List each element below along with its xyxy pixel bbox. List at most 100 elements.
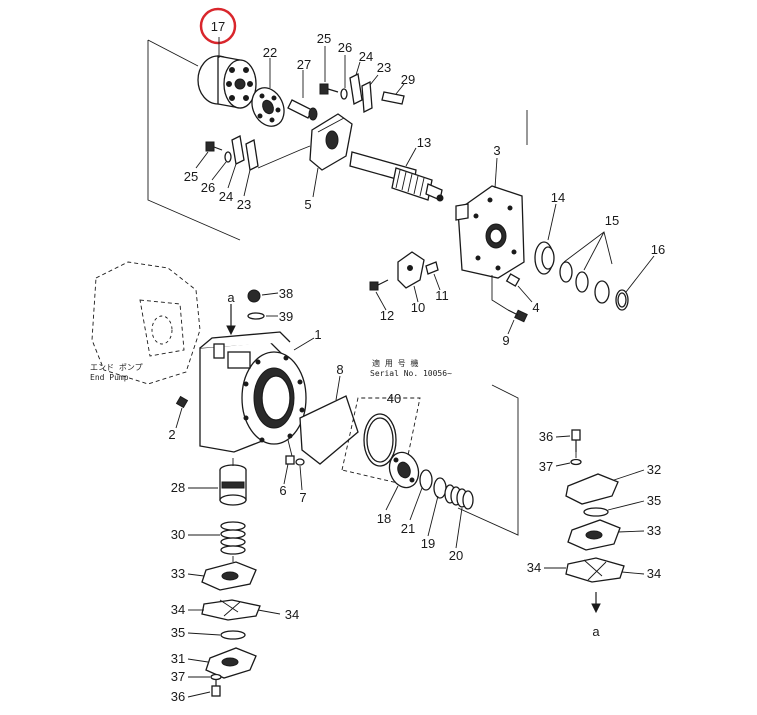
leader-line [613, 469, 645, 481]
part-11-pin [425, 261, 439, 275]
part-24-plate-top [349, 73, 363, 105]
label-part-5: 5 [304, 197, 311, 212]
label-part-14: 14 [551, 190, 565, 205]
label-part-30: 30 [171, 527, 185, 542]
label-part-3: 3 [493, 143, 500, 158]
part-36-bolt-left [211, 680, 221, 697]
part-13-shaft [349, 151, 444, 202]
label-part-38: 38 [279, 286, 293, 301]
leader-line [293, 337, 315, 351]
guide-line [257, 145, 311, 169]
part-34-clamp-right [565, 557, 625, 583]
leader-line [625, 255, 655, 293]
part-40-kit-box [341, 397, 421, 485]
label-part-25: 25 [184, 169, 198, 184]
part-23-plate-top [361, 80, 373, 114]
part-34-clamp-left [201, 599, 261, 621]
part-2-plug [175, 395, 189, 409]
part-26-washer-lower [224, 151, 232, 163]
part-28-sleeve [219, 464, 247, 506]
label-part-11: 11 [435, 288, 449, 303]
leader-line [427, 495, 439, 537]
part-19-ring [433, 477, 447, 499]
end-pump-outline [91, 261, 201, 385]
label-part-4: 4 [532, 300, 539, 315]
part-37-washer-right [570, 458, 582, 466]
label-part-29: 29 [401, 72, 415, 87]
part-32-cover [565, 473, 619, 505]
label-part-8: 8 [336, 362, 343, 377]
leader-line [195, 151, 209, 169]
part-29-key [381, 91, 405, 105]
leader-line [187, 691, 211, 698]
label-part-26: 26 [338, 40, 352, 55]
label-part-6: 6 [279, 483, 286, 498]
part-23-plate-lower [245, 139, 259, 171]
label-part-10: 10 [411, 300, 425, 315]
guide-line [491, 275, 509, 311]
leader-line [621, 571, 645, 575]
leader-line [312, 167, 319, 198]
part-25-bolt-top [319, 83, 339, 95]
leader-line [583, 231, 605, 271]
leader-line [607, 500, 645, 511]
label-part-32: 32 [647, 462, 661, 477]
part-35-o-ring-right [583, 507, 609, 517]
part-25-bolt-lower [205, 141, 223, 152]
label-part-12: 12 [380, 308, 394, 323]
part-15-shims [559, 261, 610, 304]
label-part-34: 34 [171, 602, 185, 617]
part-8-gasket [299, 395, 359, 465]
part-38-plug [247, 289, 261, 303]
highlight-circle [199, 7, 237, 45]
part-10-block [397, 251, 425, 289]
leader-line [413, 285, 419, 303]
label-part-17: 17 [211, 19, 225, 34]
leader-line [257, 609, 281, 615]
label-part-19: 19 [421, 536, 435, 551]
part-18-piston [388, 451, 420, 489]
note-end-pump-jp: エンド ポンプ [90, 363, 143, 372]
part-35-o-ring-left [220, 630, 246, 640]
label-part-34: 34 [527, 560, 541, 575]
leader-line [507, 319, 515, 335]
leader-line [555, 462, 571, 467]
label-part-9: 9 [502, 333, 509, 348]
part-9-bolt [507, 309, 528, 323]
leader-line [175, 407, 183, 429]
label-part-37: 37 [171, 669, 185, 684]
label-part-25: 25 [317, 31, 331, 46]
part-4-plug [505, 273, 521, 287]
part-14-bearing [534, 241, 555, 275]
leader-line [494, 157, 498, 189]
label-part-31: 31 [171, 651, 185, 666]
part-26-washer-top [340, 88, 348, 100]
part-30-spring [220, 521, 246, 555]
leader-line [385, 485, 399, 511]
label-part-15: 15 [605, 213, 619, 228]
part-33-flange-right [567, 519, 621, 551]
arrow-a-top [226, 304, 236, 336]
part-1-pump-case [199, 331, 307, 453]
leader-line [283, 463, 289, 485]
leader-line [261, 292, 279, 296]
leader-line [369, 74, 379, 86]
part-27-pin [287, 99, 318, 121]
label-part-24: 24 [359, 49, 373, 64]
leader-line [405, 147, 417, 167]
leader-line [517, 285, 533, 303]
part-33-flange-left [201, 561, 257, 591]
leader-line [187, 632, 221, 636]
part-16-snap-ring [615, 289, 629, 311]
label-part-18: 18 [377, 511, 391, 526]
leader-line [395, 83, 405, 95]
part-24-plate-lower [231, 135, 245, 165]
label-arrow-a: a [592, 624, 600, 639]
part-20-spring [444, 484, 474, 510]
guide-line [147, 40, 241, 241]
part-36-bolt-right [571, 429, 581, 452]
label-part-34: 34 [647, 566, 661, 581]
part-39-o-ring [247, 312, 265, 320]
note-applicable-jp: 適 用 号 機 [372, 358, 418, 368]
